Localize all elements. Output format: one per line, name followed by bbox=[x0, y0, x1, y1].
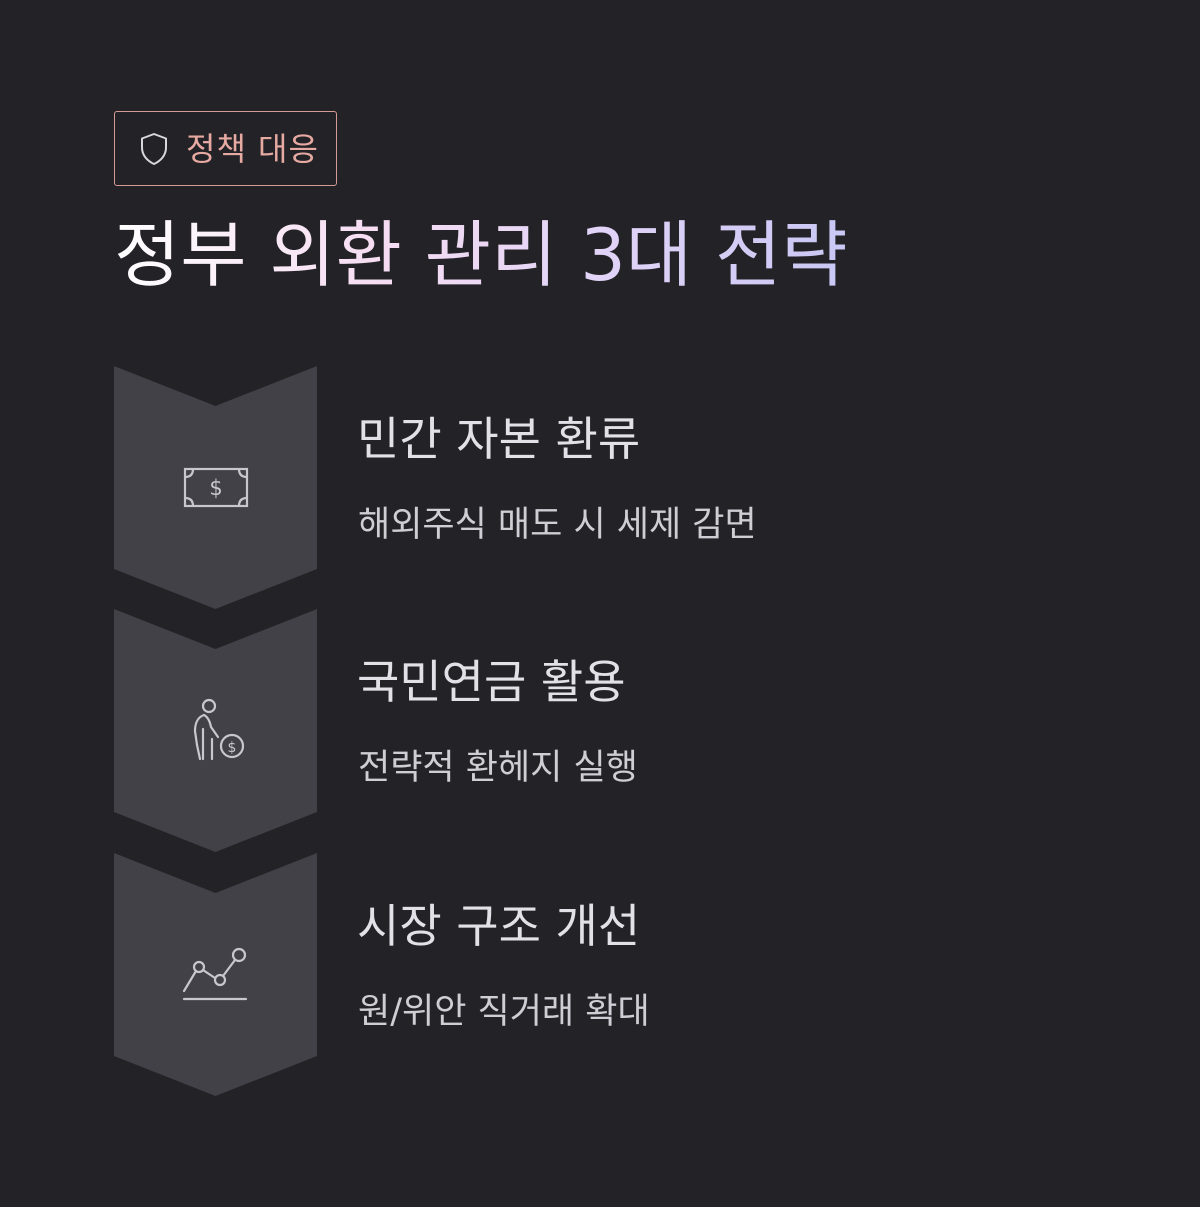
step-chevron: $ bbox=[114, 366, 317, 609]
svg-text:$: $ bbox=[209, 476, 222, 500]
policy-badge: 정책 대응 bbox=[114, 111, 337, 186]
step-title: 시장 구조 개선 bbox=[357, 899, 641, 953]
step-chevron: $ bbox=[114, 609, 317, 852]
svg-text:$: $ bbox=[228, 740, 237, 756]
step-chevron bbox=[114, 853, 317, 1096]
pension-person-coin-icon: $ bbox=[193, 698, 245, 761]
step-description: 해외주식 매도 시 세제 감면 bbox=[358, 505, 757, 545]
badge-label: 정책 대응 bbox=[186, 129, 319, 168]
page-title: 정부 외환 관리 3대 전략 bbox=[114, 205, 848, 305]
step-description: 전략적 환헤지 실행 bbox=[358, 748, 638, 788]
trend-line-icon bbox=[182, 947, 248, 1001]
strategy-step-2: $ 국민연금 활용 전략적 환헤지 실행 bbox=[0, 609, 1200, 854]
strategy-step-1: $ 민간 자본 환류 해외주식 매도 시 세제 감면 bbox=[0, 366, 1200, 611]
step-description: 원/위안 직거래 확대 bbox=[358, 992, 650, 1032]
step-title: 민간 자본 환류 bbox=[357, 412, 641, 466]
strategy-step-3: 시장 구조 개선 원/위안 직거래 확대 bbox=[0, 853, 1200, 1098]
banknote-icon: $ bbox=[183, 467, 249, 508]
shield-icon bbox=[139, 132, 169, 166]
step-title: 국민연금 활용 bbox=[357, 655, 626, 709]
